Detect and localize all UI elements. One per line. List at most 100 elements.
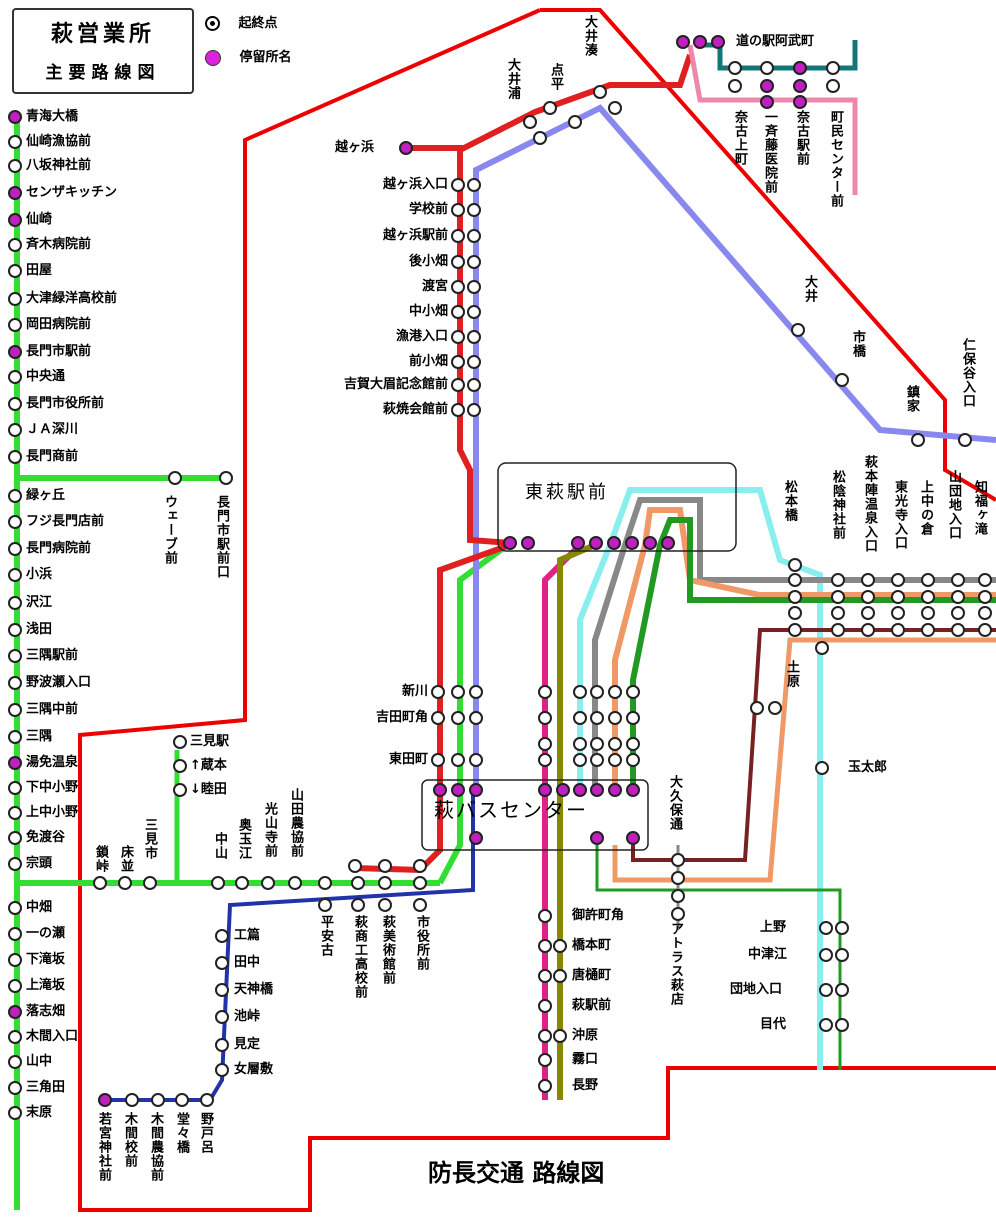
- stop-label: 奈古駅前: [794, 110, 809, 166]
- stop-marker: [608, 737, 622, 751]
- stop-label: 大井: [802, 275, 817, 303]
- stop-label: 萩美術館前: [380, 915, 395, 985]
- stop-marker: [788, 590, 802, 604]
- stop-marker: [768, 701, 782, 715]
- stop-marker-stop: [8, 238, 22, 252]
- stop-label: 一斉藤医院前: [762, 110, 777, 194]
- hub-bus-center-label: 萩バスセンター: [434, 798, 588, 822]
- route-dkgreen: [630, 517, 996, 790]
- terminus-marker: [348, 859, 362, 873]
- stop-label: 光山寺前: [262, 802, 277, 858]
- stop-label: 床並: [118, 845, 133, 873]
- stop-marker: [553, 1029, 567, 1043]
- stop-label: 上野: [760, 920, 787, 935]
- stop-marker: [571, 536, 585, 550]
- stop-marker: [788, 573, 802, 587]
- stop-marker-stop: [8, 450, 22, 464]
- stop-label: 橋本町: [572, 938, 612, 953]
- stop-marker: [143, 876, 157, 890]
- stop-marker: [318, 876, 332, 890]
- stop-marker: [173, 735, 187, 749]
- stop-label: 萩駅前: [572, 998, 612, 1013]
- stop-label: アトラス萩店: [668, 922, 683, 1006]
- map-caption: 防長交通 路線図: [428, 1159, 605, 1187]
- stop-marker: [175, 1093, 189, 1107]
- stop-marker: [826, 79, 840, 93]
- stop-marker-stop: [8, 1081, 22, 1095]
- stop-label: 木間農協前: [148, 1112, 163, 1182]
- route-red-top: [458, 54, 693, 153]
- stop-label: ↓睦田: [190, 782, 227, 797]
- stop-marker: [921, 590, 935, 604]
- stop-marker: [590, 737, 604, 751]
- stop-marker: [168, 471, 182, 485]
- stop-label: 漁港入口: [396, 329, 449, 344]
- stop-marker: [538, 783, 552, 797]
- stop-marker: [235, 876, 249, 890]
- stop-label: 目代: [760, 1017, 787, 1032]
- stop-marker: [118, 876, 132, 890]
- stop-marker: [590, 831, 604, 845]
- stop-marker: [608, 711, 622, 725]
- stop-marker: [173, 759, 187, 773]
- stop-marker-named: [8, 345, 22, 359]
- stop-label: 若宮神社前: [96, 1112, 111, 1182]
- stop-label: 平安古: [318, 915, 333, 957]
- stop-marker: [815, 761, 829, 775]
- stop-label: 中小畑: [409, 304, 449, 319]
- stop-label: 大井湊: [582, 15, 597, 57]
- legend-stop: 停留所名: [205, 46, 292, 66]
- stop-marker: [451, 305, 465, 319]
- stop-marker: [451, 203, 465, 217]
- stop-label: 三見市: [142, 818, 157, 860]
- stop-marker-stop: [8, 1055, 22, 1069]
- stop-marker: [467, 355, 481, 369]
- stop-marker: [951, 573, 965, 587]
- stop-label: 唐樋町: [572, 968, 612, 983]
- stop-marker: [451, 711, 465, 725]
- stop-marker: [626, 753, 640, 767]
- stop-label: 三隅駅前: [26, 648, 79, 663]
- stop-label: 町民センター前: [828, 110, 843, 208]
- stop-marker: [399, 141, 413, 155]
- stop-marker: [793, 61, 807, 75]
- stop-label: 吉田町角: [376, 710, 429, 725]
- stop-marker-stop: [8, 649, 22, 663]
- stop-marker: [793, 95, 807, 109]
- stop-marker: [978, 573, 992, 587]
- stop-marker: [215, 1038, 229, 1052]
- stop-label: 山団地入口: [946, 470, 961, 540]
- stop-marker-named: [8, 1005, 22, 1019]
- stop-label: 斉木病院前: [26, 237, 92, 252]
- stop-label: 下中小野: [26, 780, 79, 795]
- stop-marker-stop: [8, 623, 22, 637]
- stop-label: 奈古上町: [732, 110, 747, 166]
- stop-label: 岡田病院前: [26, 317, 92, 332]
- stop-label: 三角田: [26, 1080, 66, 1095]
- stop-marker: [451, 685, 465, 699]
- stop-marker: [451, 280, 465, 294]
- stop-marker: [589, 536, 603, 550]
- stop-marker: [608, 753, 622, 767]
- stop-marker: [676, 35, 690, 49]
- stop-marker-stop: [8, 489, 22, 503]
- stop-label: 萩本陣温泉入口: [862, 455, 877, 553]
- stop-label: 仙崎: [26, 212, 53, 227]
- stop-label: 霧口: [572, 1052, 599, 1067]
- stop-marker-stop: [8, 703, 22, 717]
- route-orange-south: [612, 637, 996, 883]
- stop-label: 小浜: [26, 567, 53, 582]
- stop-label: 渡宮: [422, 279, 449, 294]
- stop-label: 三隅: [26, 729, 53, 744]
- stop-label: 長門病院前: [26, 541, 92, 556]
- stop-marker-stop: [8, 370, 22, 384]
- stop-label: 山中: [26, 1054, 53, 1069]
- stop-label: 大久保通: [667, 775, 682, 831]
- stop-label: 上中の倉: [918, 480, 933, 536]
- stop-marker: [626, 685, 640, 699]
- stop-marker: [626, 783, 640, 797]
- stop-marker: [573, 783, 587, 797]
- stop-marker: [911, 433, 925, 447]
- bus-center-hub-box: [421, 779, 649, 851]
- stop-label: 下滝坂: [26, 952, 66, 967]
